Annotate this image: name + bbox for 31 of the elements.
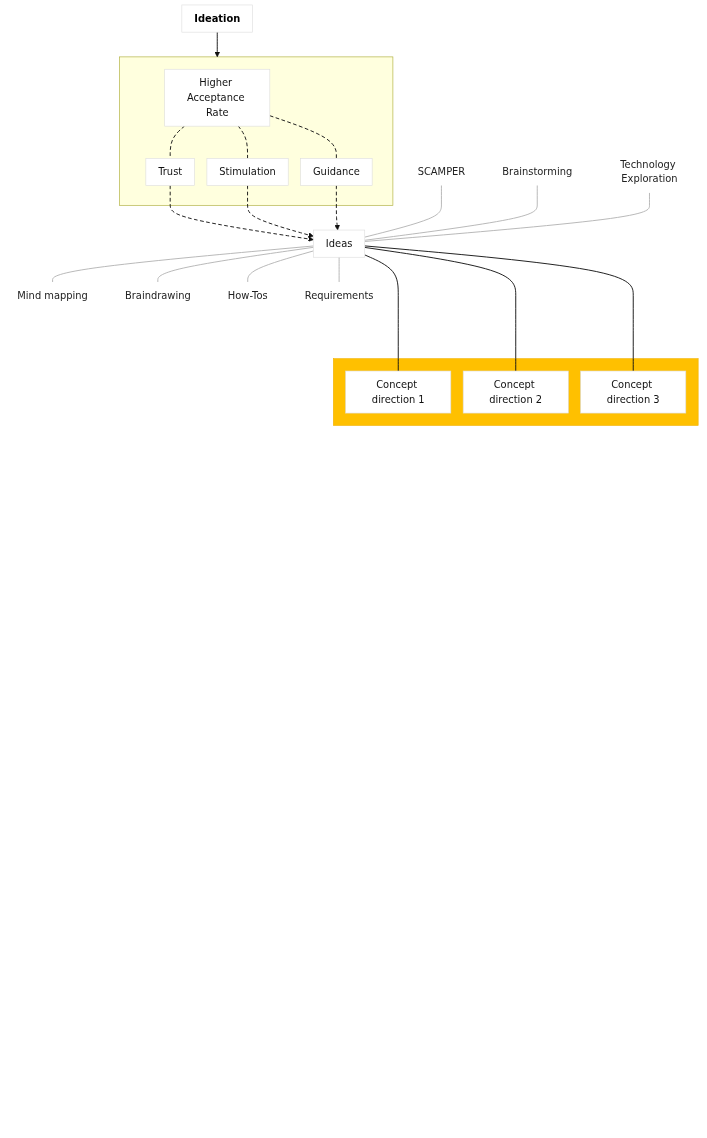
node-text: How-Tos: [227, 289, 268, 302]
connector: [364, 254, 399, 372]
node-box: Concept direction 3: [580, 370, 687, 414]
node-box: Ideation: [181, 4, 253, 33]
node-text: Requirements: [304, 289, 374, 302]
cluster: [119, 56, 394, 206]
connector: [237, 125, 249, 159]
node-text: Technology Exploration: [620, 158, 678, 185]
node-box: Ideas: [313, 229, 366, 258]
node-box: Trust: [145, 158, 195, 186]
node-box: Guidance: [300, 158, 373, 186]
node-text: Brainstorming: [502, 165, 573, 178]
node-box: Higher Acceptance Rate: [164, 68, 271, 127]
connector: [269, 115, 337, 159]
node-text: SCAMPER: [417, 165, 466, 178]
connector: [52, 245, 314, 283]
node-text: Braindrawing: [124, 289, 191, 302]
connector: [247, 250, 314, 283]
connector: [364, 246, 517, 372]
node-text: Mind mapping: [17, 289, 88, 302]
connector: [169, 125, 185, 159]
connector: [338, 256, 340, 283]
connector: [364, 185, 442, 238]
connector: [364, 192, 650, 242]
connector: [364, 185, 538, 241]
node-box: Concept direction 2: [462, 370, 569, 414]
connector: [157, 246, 314, 283]
cluster: [333, 358, 699, 426]
node-box: Stimulation: [206, 158, 289, 186]
connector: [364, 245, 634, 372]
node-box: Concept direction 1: [345, 370, 452, 414]
